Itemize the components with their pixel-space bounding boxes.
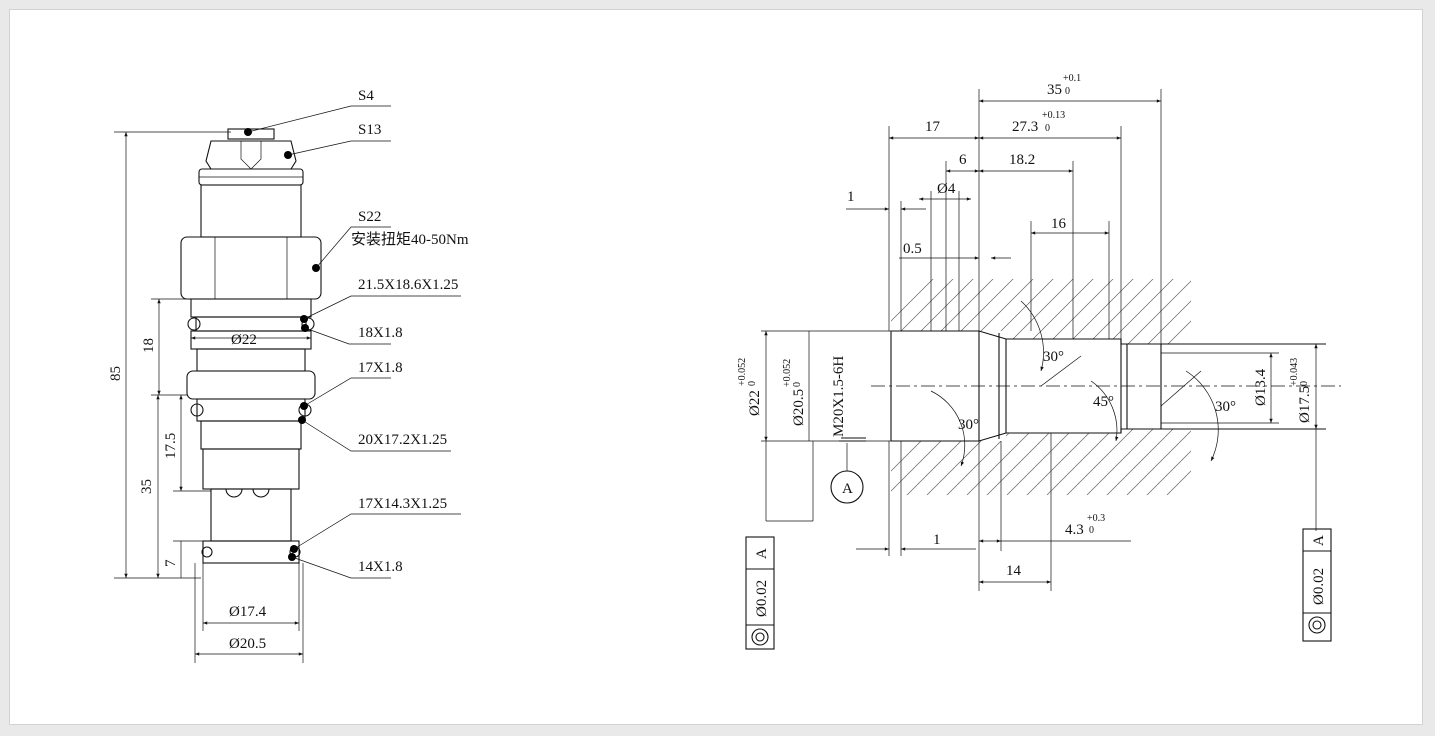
label-oring-18: 18X1.8 bbox=[358, 325, 403, 341]
svg-text:0: 0 bbox=[1045, 123, 1050, 134]
angle-30-c: 30° bbox=[1215, 399, 1236, 415]
svg-text:A: A bbox=[754, 548, 770, 559]
thread-section bbox=[190, 298, 312, 318]
leaders bbox=[244, 105, 461, 579]
label-thread3: 17X14.3X1.25 bbox=[358, 496, 447, 512]
dim-phi134: Ø13.4 bbox=[1253, 368, 1269, 406]
svg-text:+0.052: +0.052 bbox=[782, 359, 793, 387]
tolerance-frame-left: A Ø0.02 bbox=[745, 536, 775, 650]
dim-thread: M20X1.5-6H bbox=[831, 356, 847, 437]
dim-18: 18 bbox=[141, 338, 157, 353]
label-s13: S13 bbox=[358, 122, 381, 138]
svg-text:0: 0 bbox=[1065, 86, 1070, 97]
top-dims bbox=[846, 89, 1162, 344]
dim-85: 85 bbox=[108, 366, 124, 381]
oring-groove-2 bbox=[196, 398, 306, 422]
bottom-land bbox=[202, 540, 300, 564]
mid-land bbox=[186, 370, 316, 400]
vertical-dims bbox=[114, 131, 231, 579]
valve-elevation: S4 S13 S22 安装扭矩40-50Nm 21.5X18.6X1.25 18… bbox=[108, 88, 469, 663]
dim-6: 6 bbox=[959, 152, 967, 168]
horizontal-dims bbox=[191, 336, 311, 663]
lower-body bbox=[202, 448, 300, 490]
label-s4: S4 bbox=[358, 88, 374, 104]
dim-43: 4.3 bbox=[1065, 522, 1084, 538]
label-d205: Ø20.5 bbox=[229, 636, 266, 652]
bottom-dims bbox=[856, 433, 1131, 591]
label-thread: 21.5X18.6X1.25 bbox=[358, 277, 458, 293]
screw-head bbox=[227, 128, 275, 140]
dim-1-bot: 1 bbox=[933, 532, 941, 548]
dim-phi175: Ø17.5 bbox=[1297, 386, 1313, 423]
dim-14: 14 bbox=[1006, 563, 1022, 579]
dim-175: 17.5 bbox=[163, 433, 179, 459]
svg-text:+0.13: +0.13 bbox=[1042, 110, 1065, 121]
thread-20 bbox=[200, 420, 302, 450]
dim-35: 35 bbox=[139, 479, 155, 494]
angle-30-a: 30° bbox=[1043, 349, 1064, 365]
dim-1-top: 1 bbox=[847, 189, 855, 205]
neck bbox=[196, 348, 306, 372]
svg-text:A: A bbox=[1311, 535, 1327, 546]
sleeve bbox=[210, 488, 292, 542]
label-d22: Ø22 bbox=[231, 332, 257, 348]
dim-phi205: Ø20.5 bbox=[791, 389, 807, 426]
label-oring-14: 14X1.8 bbox=[358, 559, 403, 575]
dim-phi4: Ø4 bbox=[937, 181, 956, 197]
dim-7: 7 bbox=[163, 559, 179, 567]
cavity-section: A A Ø0.02 A Ø0.02 35 +0.1 0 17 27.3 +0.1… bbox=[737, 73, 1341, 650]
dim-17: 17 bbox=[925, 119, 941, 135]
lock-nut bbox=[205, 140, 297, 170]
svg-text:0: 0 bbox=[792, 382, 803, 387]
svg-text:Ø0.02: Ø0.02 bbox=[754, 580, 770, 617]
svg-text:0: 0 bbox=[1299, 381, 1310, 386]
drawing-sheet: S4 S13 S22 安装扭矩40-50Nm 21.5X18.6X1.25 18… bbox=[9, 9, 1423, 725]
datum-a: A bbox=[842, 481, 853, 497]
svg-text:0: 0 bbox=[747, 381, 758, 386]
hex-body bbox=[180, 236, 322, 300]
label-oring-17: 17X1.8 bbox=[358, 360, 403, 376]
angle-arcs bbox=[930, 300, 1219, 467]
dim-16: 16 bbox=[1051, 216, 1067, 232]
label-torque: 安装扭矩40-50Nm bbox=[351, 231, 469, 248]
svg-text:+0.052: +0.052 bbox=[737, 358, 748, 386]
svg-text:+0.3: +0.3 bbox=[1087, 513, 1105, 524]
angle-30-b: 30° bbox=[958, 417, 979, 433]
technical-drawing: S4 S13 S22 安装扭矩40-50Nm 21.5X18.6X1.25 18… bbox=[108, 73, 1341, 663]
tolerance-frame-right: A Ø0.02 bbox=[1302, 528, 1332, 642]
oring-groove-1 bbox=[195, 316, 307, 332]
svg-text:0: 0 bbox=[1089, 525, 1094, 536]
svg-text:+0.043: +0.043 bbox=[1289, 358, 1300, 386]
dim-35: 35 bbox=[1047, 82, 1062, 98]
label-thread2: 20X17.2X1.25 bbox=[358, 432, 447, 448]
bonnet bbox=[200, 184, 302, 238]
angle-45: 45° bbox=[1093, 394, 1114, 410]
label-d174: Ø17.4 bbox=[229, 604, 267, 620]
svg-text:+0.1: +0.1 bbox=[1063, 73, 1081, 84]
svg-text:Ø0.02: Ø0.02 bbox=[1311, 568, 1327, 605]
dim-182: 18.2 bbox=[1009, 152, 1035, 168]
dim-phi22: Ø22 bbox=[747, 390, 763, 416]
label-s22: S22 bbox=[358, 209, 381, 225]
right-dims bbox=[764, 331, 1318, 531]
screw-slot bbox=[240, 141, 262, 170]
dim-273: 27.3 bbox=[1012, 119, 1038, 135]
dim-05: 0.5 bbox=[903, 241, 922, 257]
